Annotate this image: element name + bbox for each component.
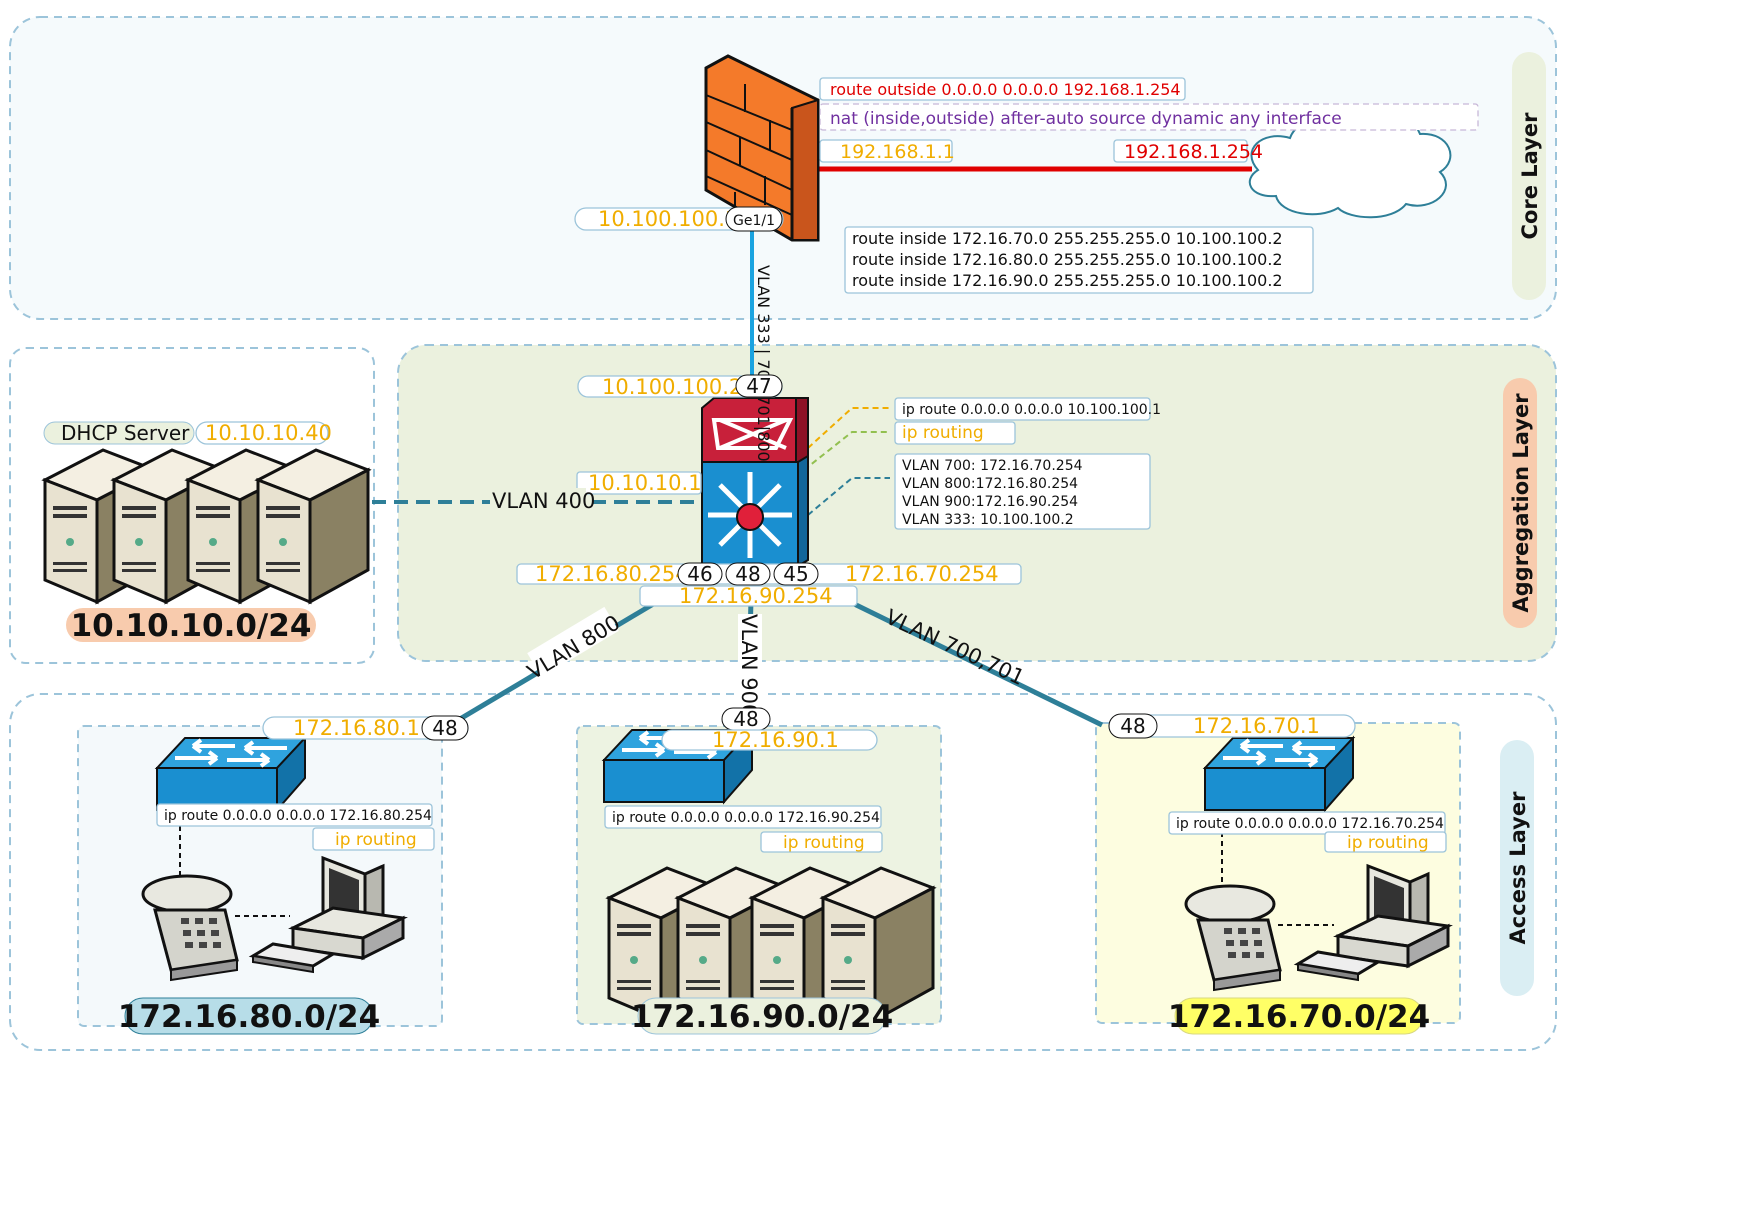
aggregation-layer-pill xyxy=(1503,378,1537,628)
firewall-outside-ip: 192.168.1.1 xyxy=(840,141,955,163)
core-port80-ip: 172.16.80.254 xyxy=(535,562,689,586)
access70-ip-route: ip route 0.0.0.0 0.0.0.0 172.16.70.254 xyxy=(1176,816,1444,832)
firewall-inside-port: Ge1/1 xyxy=(733,213,775,229)
dhcp-server-cluster-icon xyxy=(43,448,370,604)
access80-ip-route: ip route 0.0.0.0 0.0.0.0 172.16.80.254 xyxy=(164,808,432,824)
core-ip-routing: ip routing xyxy=(902,423,984,443)
dhcp-server-label: DHCP Server xyxy=(61,421,190,445)
access80-port: 48 xyxy=(432,716,457,740)
nat-text: nat (inside,outside) after-auto source d… xyxy=(830,109,1342,129)
uplink-vlan-label: VLAN 333 | 700|701|800 xyxy=(754,265,773,462)
dhcp-network-pill xyxy=(66,608,316,642)
access70-network-pill xyxy=(1174,997,1424,1035)
access80-ip-routing: ip routing xyxy=(335,830,417,850)
core-port90-ip: 172.16.90.254 xyxy=(679,584,833,608)
route-inside-70: route inside 172.16.70.0 255.255.255.0 1… xyxy=(852,229,1283,248)
dhcp-server-ip: 10.10.10.40 xyxy=(205,421,332,445)
access90-network-label: 172.16.90.0/24 xyxy=(631,999,893,1035)
vlan400-label: VLAN 400 xyxy=(492,489,595,513)
vlan700-link xyxy=(844,597,1104,728)
core-ip-route: ip route 0.0.0.0 0.0.0.0 10.100.100.1 xyxy=(902,402,1161,418)
route-inside-80: route inside 172.16.80.0 255.255.255.0 1… xyxy=(852,250,1283,269)
access-switch-80-icon[interactable] xyxy=(155,736,307,812)
access70-ip-routing: ip routing xyxy=(1347,833,1429,853)
access90-network-pill xyxy=(637,997,887,1035)
route-outside-text: route outside 0.0.0.0 0.0.0.0 192.168.1.… xyxy=(830,80,1181,99)
access70-ip: 172.16.70.1 xyxy=(1193,714,1320,738)
core-layer-label: Core Layer xyxy=(1518,112,1542,240)
core-port70-ip: 172.16.70.254 xyxy=(845,562,999,586)
core-vlan400-ip: 10.10.10.1 xyxy=(588,471,702,495)
firewall-inside-ip: 10.100.100.1 xyxy=(598,207,738,231)
core-port-45: 45 xyxy=(783,562,808,586)
aggregation-layer-label: Aggregation Layer xyxy=(1509,393,1533,613)
core-port-46: 46 xyxy=(687,562,712,586)
access90-ip: 172.16.90.1 xyxy=(712,728,839,752)
access80-network-pill xyxy=(124,997,374,1035)
access80-ip: 172.16.80.1 xyxy=(293,716,420,740)
access90-ip-route: ip route 0.0.0.0 0.0.0.0 172.16.90.254 xyxy=(612,810,880,826)
access80-network-label: 172.16.80.0/24 xyxy=(118,999,380,1035)
gateway-ip: 192.168.1.254 xyxy=(1124,141,1263,163)
access70-network-label: 172.16.70.0/24 xyxy=(1168,999,1430,1035)
firewall-icon[interactable] xyxy=(704,54,820,242)
core-port-48: 48 xyxy=(735,562,760,586)
dhcp-label-pill xyxy=(43,421,195,445)
core-layer-pill xyxy=(1512,52,1546,300)
svi-vlan333: VLAN 333: 10.100.100.2 xyxy=(902,512,1074,528)
core-uplink-ip: 10.100.100.2 xyxy=(602,375,742,399)
route-inside-90: route inside 172.16.90.0 255.255.255.0 1… xyxy=(852,271,1283,290)
access90-port: 48 xyxy=(733,707,758,731)
svi-vlan800: VLAN 800:172.16.80.254 xyxy=(902,476,1078,492)
leader-svi xyxy=(807,477,890,516)
svi-vlan700: VLAN 700: 172.16.70.254 xyxy=(902,458,1083,474)
leader-iproute xyxy=(807,407,890,449)
core-switch-icon[interactable] xyxy=(701,397,809,568)
dhcp-network-label: 10.10.10.0/24 xyxy=(71,608,312,644)
access90-ip-routing: ip routing xyxy=(783,833,865,853)
access-switch-70-icon[interactable] xyxy=(1203,736,1355,812)
vlan900-label: VLAN 900 xyxy=(737,614,761,717)
core-uplink-port: 47 xyxy=(746,374,771,398)
server-cluster-90-icon xyxy=(607,866,935,1022)
access-layer-label: Access Layer xyxy=(1506,791,1530,945)
access70-port: 48 xyxy=(1120,714,1145,738)
svi-vlan900: VLAN 900:172.16.90.254 xyxy=(902,494,1078,510)
leader-iprouting xyxy=(803,431,890,471)
access-layer-pill xyxy=(1500,740,1534,996)
